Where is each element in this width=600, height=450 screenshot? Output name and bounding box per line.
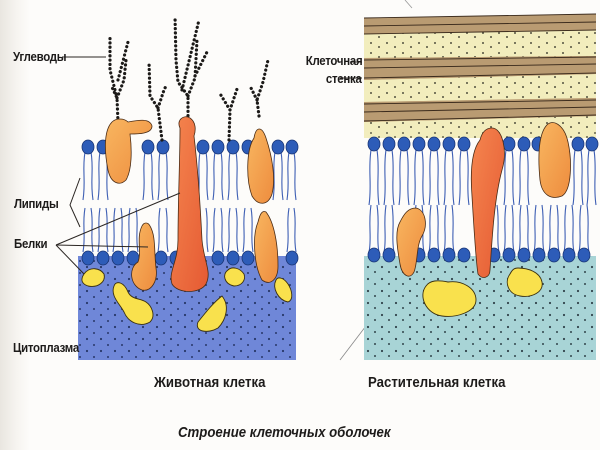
- animal-cell-title: Животная клетка: [154, 374, 266, 391]
- protein-upper-left: [104, 118, 153, 184]
- cell-wall: [363, 13, 597, 130]
- plant-protein-lower: [396, 207, 426, 277]
- plant-cell-title: Растительная клетка: [368, 374, 506, 391]
- plant-membrane: [363, 13, 599, 360]
- label-proteins: Белки: [14, 236, 48, 251]
- plant-protein-transmembrane: [470, 127, 505, 278]
- protein-lower-right: [254, 211, 279, 283]
- plant-protein-upper: [538, 122, 571, 198]
- label-carbohydrates: Углеводы: [13, 49, 67, 64]
- animal-membrane: [78, 14, 299, 360]
- figure-caption: Строение клеточных оболочек: [178, 424, 391, 441]
- peripheral-proteins: [81, 267, 293, 332]
- label-cell-wall-line1: Клеточная: [305, 53, 362, 68]
- carbohydrate-chains: [108, 14, 270, 142]
- protein-lower-left: [131, 222, 157, 291]
- label-cytoplasm: Цитоплазма: [13, 340, 79, 355]
- protein-transmembrane-large: [170, 116, 209, 292]
- protein-upper-right: [247, 128, 274, 204]
- page-edge-shadow: [0, 0, 30, 450]
- label-lipids: Липиды: [14, 196, 59, 211]
- label-cell-wall-line2: стенка: [326, 71, 362, 86]
